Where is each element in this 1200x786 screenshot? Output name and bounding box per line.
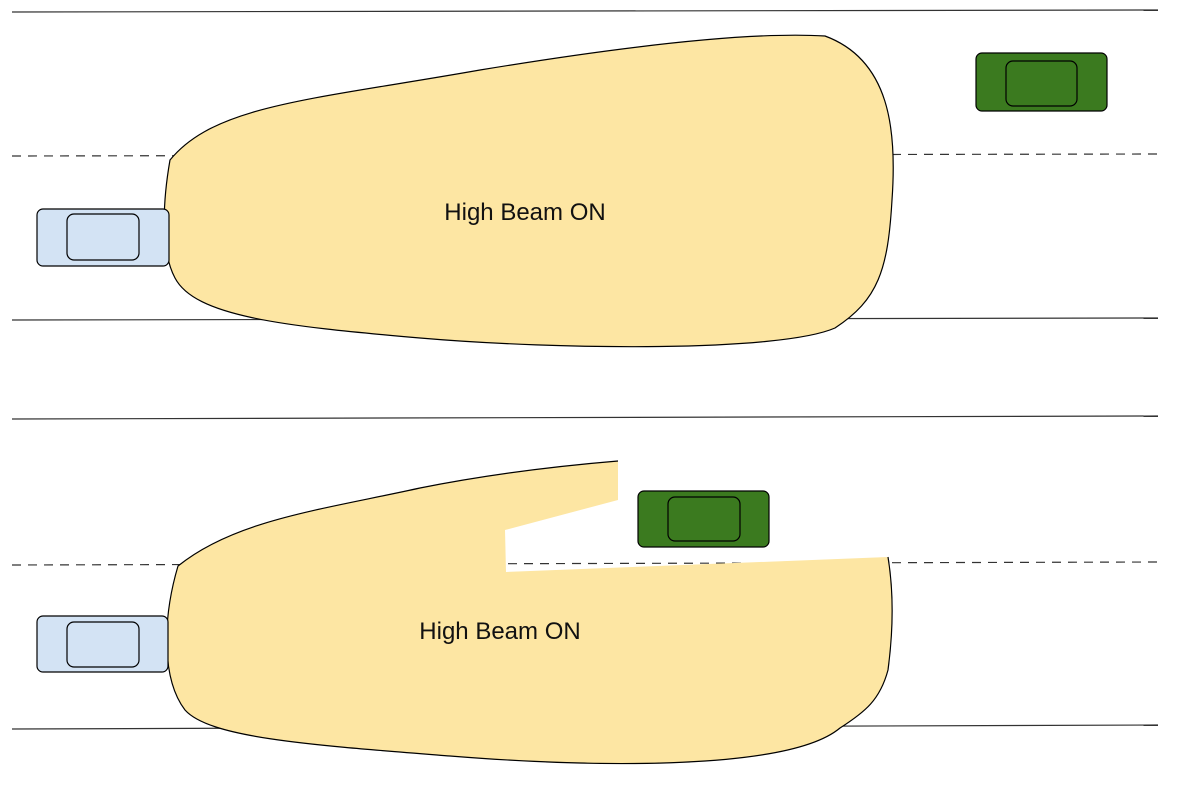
high-beam-full <box>163 34 894 348</box>
oncoming-car <box>975 52 1108 112</box>
road-edge-top <box>11 9 1159 13</box>
high-beam-notched-outline <box>166 460 893 765</box>
oncoming-car-roof <box>667 496 741 542</box>
own-car <box>36 615 169 673</box>
oncoming-car <box>637 490 770 548</box>
road-edge-top <box>11 415 1159 420</box>
panel-adaptive-beam: High Beam ON <box>11 415 1159 765</box>
beam-label: High Beam ON <box>444 199 605 226</box>
oncoming-car-roof <box>1005 60 1078 107</box>
own-car <box>36 208 170 267</box>
own-car-roof <box>66 621 140 668</box>
panel-full-beam: High Beam ON <box>11 9 1159 348</box>
high-beam-notched <box>166 461 893 764</box>
beam-label: High Beam ON <box>419 618 580 645</box>
own-car-roof <box>66 213 140 261</box>
